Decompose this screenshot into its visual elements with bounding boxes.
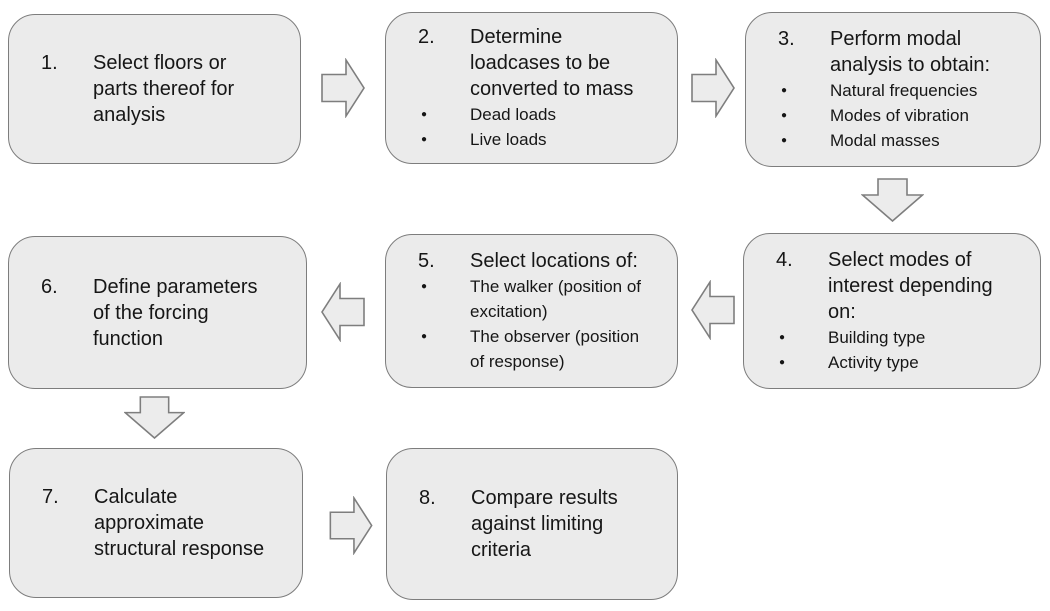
step-title: Compare results against limiting criteri… <box>471 487 618 561</box>
step-number: 4. <box>776 249 793 271</box>
step-title: Define parameters of the forcing functio… <box>93 275 258 350</box>
bullet-icon: ● <box>421 331 428 342</box>
bullet-label: Modes of vibration <box>830 106 969 125</box>
bullet-icon: ● <box>421 134 428 145</box>
flow-step-5-box: 5. Select locations of: ● The walker (po… <box>385 234 678 388</box>
flow-step-8-box: 8. Compare results against limiting crit… <box>386 448 678 600</box>
flow-step-6-box: 6. Define parameters of the forcing func… <box>8 236 307 389</box>
step-number: 3. <box>778 28 795 50</box>
step-title: Select locations of: <box>470 250 638 272</box>
bullet-item: ● Modal masses <box>778 128 1032 153</box>
bullet-item: ● Modes of vibration <box>778 103 1032 128</box>
step-title: Select floors or parts thereof for analy… <box>93 52 235 126</box>
step-number: 6. <box>41 275 58 298</box>
bullet-label: Dead loads <box>470 105 557 124</box>
bullet-label: Live loads <box>470 130 547 149</box>
arrow-left-step4-to-step5-icon <box>691 280 735 340</box>
step-title-row: 8. Compare results against limiting crit… <box>419 485 669 563</box>
bullet-item: ● Natural frequencies <box>778 78 1032 103</box>
bullet-icon: ● <box>781 85 788 96</box>
bullet-item: ● Dead loads <box>418 102 669 127</box>
bullet-item: ● Building type <box>776 325 1032 350</box>
flow-step-1-box: 1. Select floors or parts thereof for an… <box>8 14 301 164</box>
bullet-label: Modal masses <box>830 131 940 150</box>
step-number: 1. <box>41 52 58 74</box>
bullet-icon: ● <box>421 109 428 120</box>
arrow-right-step2-to-step3-icon <box>691 58 735 118</box>
bullet-label: The walker (position of excitation) <box>470 277 642 321</box>
bullet-label: Activity type <box>828 353 919 372</box>
step-number: 2. <box>418 26 435 48</box>
bullet-icon: ● <box>779 332 786 343</box>
bullet-icon: ● <box>421 281 428 292</box>
step-title: Calculate approximate structural respons… <box>94 486 265 560</box>
step-title: Perform modal analysis to obtain: <box>830 28 991 76</box>
step-title-row: 3. Perform modal analysis to obtain: <box>778 26 1032 78</box>
step-title-row: 6. Define parameters of the forcing func… <box>41 274 298 352</box>
arrow-down-step3-to-step4-icon <box>861 178 924 222</box>
step-title-row: 4. Select modes of interest depending on… <box>776 247 1032 325</box>
bullet-label: The observer (position of response) <box>470 327 640 371</box>
bullet-label: Natural frequencies <box>830 81 978 100</box>
step-title: Determine loadcases to be converted to m… <box>470 26 634 100</box>
step-number: 5. <box>418 250 435 272</box>
step-title-row: 1. Select floors or parts thereof for an… <box>41 50 292 128</box>
bullet-icon: ● <box>781 110 788 121</box>
step-number: 7. <box>42 486 59 508</box>
flow-step-3-box: 3. Perform modal analysis to obtain: ● N… <box>745 12 1041 167</box>
flow-step-7-box: 7. Calculate approximate structural resp… <box>9 448 303 598</box>
flow-step-4-box: 4. Select modes of interest depending on… <box>743 233 1041 389</box>
bullet-icon: ● <box>779 357 786 368</box>
bullet-item: ● The walker (position of excitation) <box>418 274 669 324</box>
flow-step-2-box: 2. Determine loadcases to be converted t… <box>385 12 678 164</box>
arrow-down-step6-to-step7-icon <box>124 396 185 439</box>
arrow-left-step5-to-step6-icon <box>321 282 365 342</box>
arrow-right-step7-to-step8-icon <box>329 496 373 555</box>
bullet-item: ● Live loads <box>418 127 669 152</box>
bullet-icon: ● <box>781 135 788 146</box>
bullet-item: ● Activity type <box>776 350 1032 375</box>
step-title-row: 7. Calculate approximate structural resp… <box>42 484 294 562</box>
step-title-row: 5. Select locations of: <box>418 248 669 274</box>
step-number: 8. <box>419 487 436 509</box>
bullet-item: ● The observer (position of response) <box>418 324 669 374</box>
arrow-right-step1-to-step2-icon <box>321 58 365 118</box>
bullet-label: Building type <box>828 328 926 347</box>
step-title: Select modes of interest depending on: <box>828 249 993 323</box>
step-title-row: 2. Determine loadcases to be converted t… <box>418 24 669 102</box>
